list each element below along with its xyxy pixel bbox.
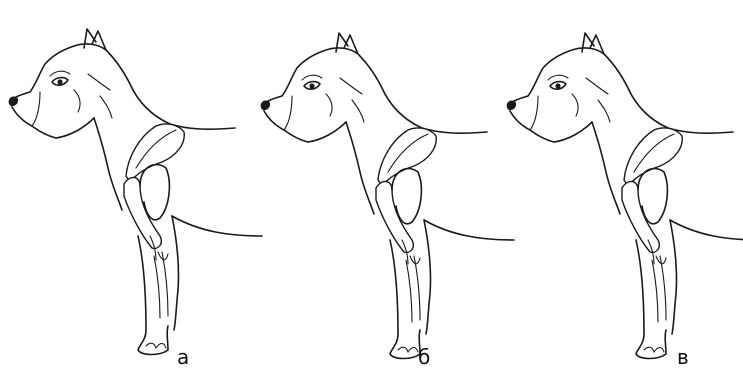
- dog-figure-a: [9, 29, 262, 355]
- panel-label-b: б: [418, 345, 430, 369]
- panel-label-c: в: [677, 345, 689, 369]
- dog-figure-c: [507, 33, 743, 359]
- panel-label-a: а: [177, 345, 189, 369]
- dog-figure-b: [261, 33, 514, 359]
